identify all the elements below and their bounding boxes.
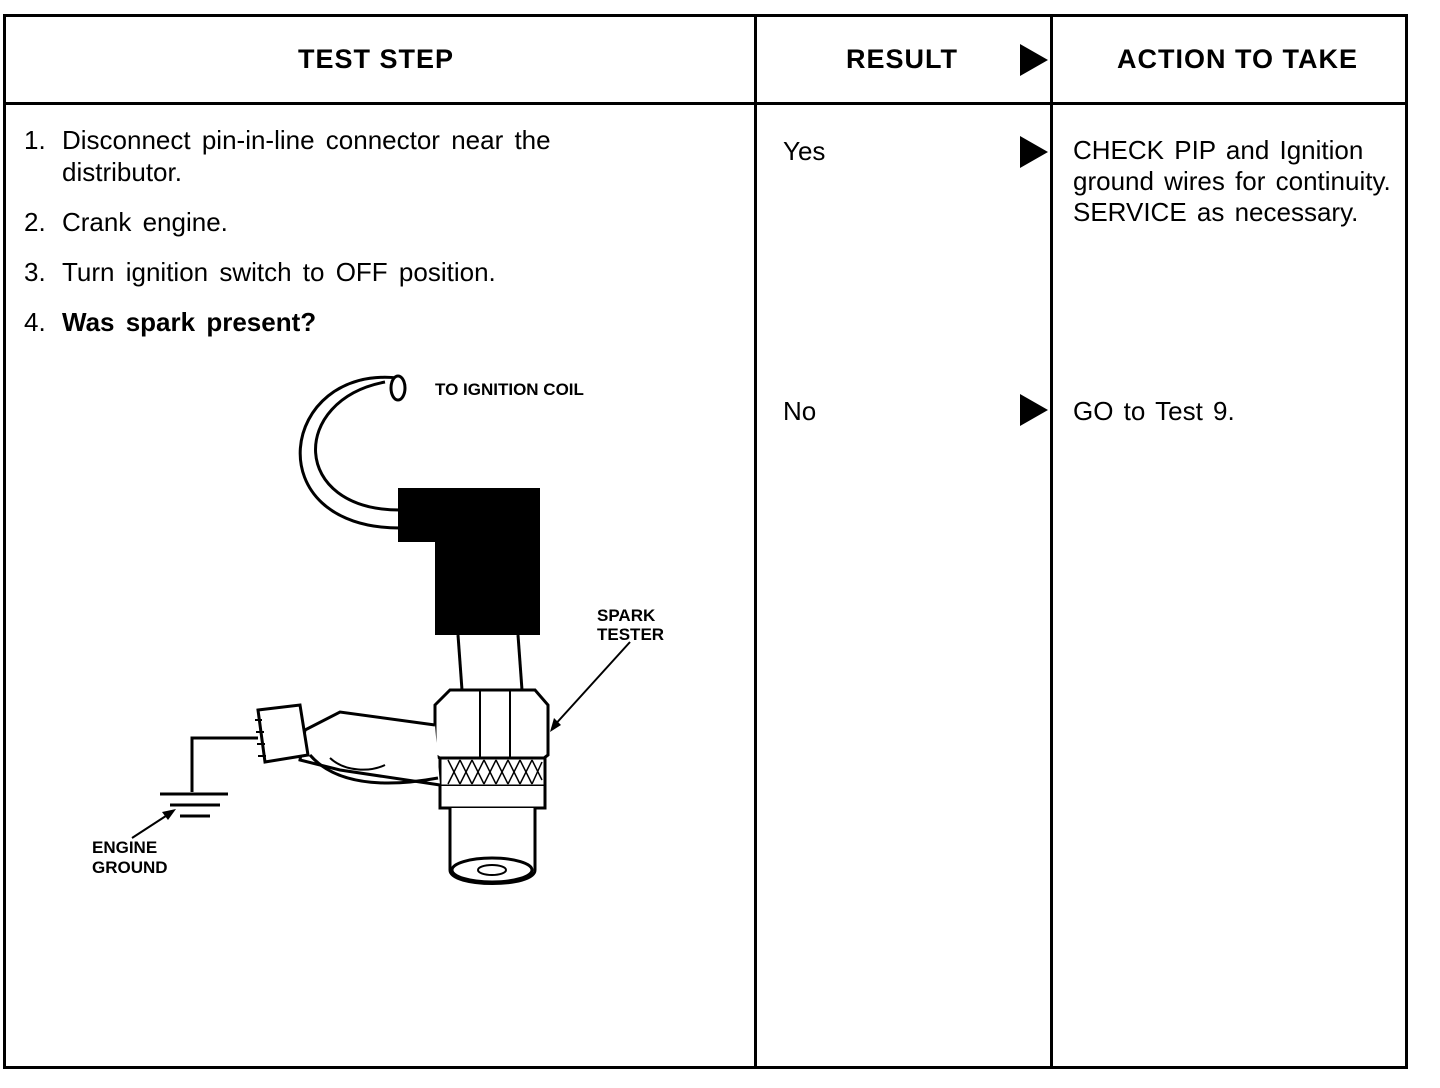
step-number: 4. (24, 307, 46, 337)
label-engine: ENGINE (92, 838, 158, 857)
step-text: Turn ignition switch to OFF position. (62, 257, 496, 287)
test-steps-list: 1. Disconnect pin-in-line connector near… (24, 124, 724, 356)
test-table (3, 14, 1408, 1069)
header-result: RESULT (846, 44, 958, 74)
label-ground: GROUND (92, 858, 168, 877)
step-number: 3. (24, 257, 46, 287)
header-arrow-icon (1020, 44, 1048, 76)
header-divider (6, 102, 1405, 105)
spark-tester-illustration (131, 374, 631, 885)
label-tester: TESTER (597, 625, 665, 644)
step-item: 4. Was spark present? (24, 306, 724, 338)
action-yes: CHECK PIP and Ignition ground wires for … (1073, 135, 1391, 227)
label-spark: SPARK (597, 606, 656, 625)
step-item: 2. Crank engine. (24, 206, 724, 238)
result-yes: Yes (783, 136, 826, 166)
result-no: No (783, 396, 817, 426)
step-number: 2. (24, 207, 46, 237)
result-yes-arrow-icon (1020, 136, 1048, 168)
header-test-step: TEST STEP (298, 44, 455, 74)
step-text-question: Was spark present? (62, 307, 317, 337)
column-divider-1 (754, 17, 757, 1066)
spark-tester-diagram: TO IGNITION COIL SPARK TESTER ENGINE GRO… (40, 360, 720, 920)
action-no: GO to Test 9. (1073, 396, 1235, 426)
result-no-arrow-icon (1020, 394, 1048, 426)
step-number: 1. (24, 125, 46, 155)
step-text: Disconnect pin-in-line connector near th… (62, 125, 551, 187)
step-item: 3. Turn ignition switch to OFF position. (24, 256, 724, 288)
step-text: Crank engine. (62, 207, 228, 237)
header-action: ACTION TO TAKE (1117, 44, 1358, 74)
column-divider-2 (1050, 17, 1053, 1066)
step-item: 1. Disconnect pin-in-line connector near… (24, 124, 724, 188)
label-to-ignition-coil: TO IGNITION COIL (435, 380, 584, 399)
